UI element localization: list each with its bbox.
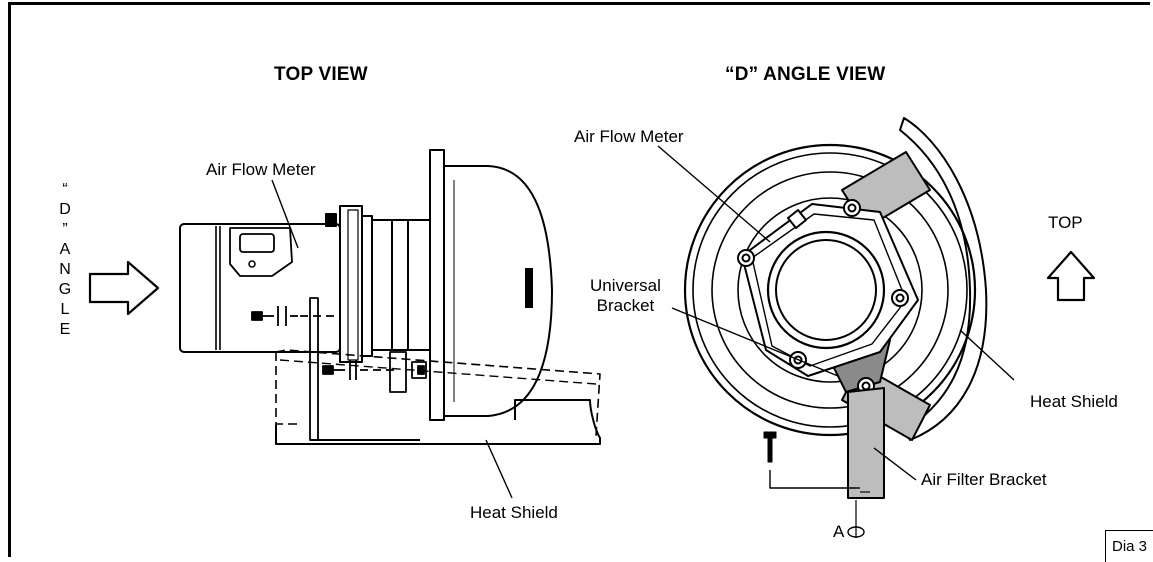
mounting-flange — [339, 205, 363, 363]
air-filter-bracket — [847, 387, 885, 499]
coupler-ring — [371, 219, 393, 351]
vertical-letter: E — [59, 321, 71, 338]
heat-shield-plate — [429, 149, 445, 421]
vertical-letter: ” — [62, 221, 68, 238]
loose-bolt — [763, 431, 862, 489]
vertical-letter: D — [59, 201, 71, 218]
bolt-assembly-upper — [251, 306, 340, 326]
label-universal-bracket: Universal Bracket — [590, 276, 661, 316]
universal-bracket — [309, 297, 319, 441]
heat-shield-outer-ring — [683, 143, 977, 437]
vertical-letter: G — [58, 281, 72, 298]
airflow-direction-arrow — [88, 260, 160, 316]
diagram-frame — [8, 2, 1150, 557]
d-angle-vertical-label: “ D ” A N G L E — [55, 180, 75, 340]
label-air-flow-meter-right: Air Flow Meter — [574, 127, 684, 146]
label-bracket-line: Bracket — [596, 296, 655, 315]
title-top-view: TOP VIEW — [274, 64, 368, 85]
meter-opening — [766, 230, 886, 350]
vertical-letter: N — [59, 261, 71, 278]
label-heat-shield-left: Heat Shield — [470, 503, 558, 522]
vertical-letter: L — [60, 301, 70, 318]
top-direction-arrow — [1046, 250, 1096, 302]
title-d-angle-view: “D” ANGLE VIEW — [725, 64, 886, 85]
label-point-a: A — [833, 522, 845, 541]
vertical-letter: “ — [62, 181, 68, 198]
label-air-flow-meter-left: Air Flow Meter — [206, 160, 316, 179]
bolt-assembly-lower — [322, 351, 427, 393]
label-air-filter-bracket: Air Filter Bracket — [921, 470, 1047, 489]
air-flow-meter-body — [179, 223, 341, 353]
heat-shield-base — [275, 399, 601, 445]
diagram-number-box: Dia 3 — [1105, 530, 1153, 562]
label-top: TOP — [1048, 213, 1083, 232]
vertical-letter: A — [59, 241, 71, 258]
label-universal-line: Universal — [590, 276, 661, 295]
label-heat-shield-right: Heat Shield — [1030, 392, 1118, 411]
diagram-number: Dia 3 — [1111, 538, 1148, 555]
heat-shield-dome — [444, 165, 553, 417]
